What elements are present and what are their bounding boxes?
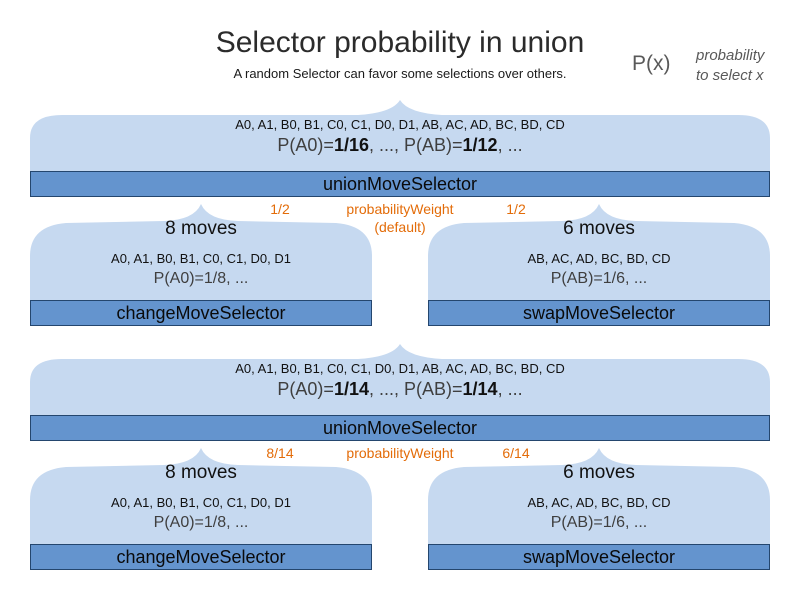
probability-weight-left: 1/2 (270, 201, 290, 217)
prob-fraction: 1/14 (333, 379, 369, 399)
union-move-selector-bar: unionMoveSelector (30, 171, 770, 197)
child-probability-line: P(A0)=1/8, ... (153, 270, 249, 287)
union-move-selector-bar: unionMoveSelector (30, 415, 770, 441)
child-arch-shape (30, 448, 372, 544)
probability-weight-note: (default) (374, 219, 426, 235)
swap-move-selector-group: 6 moves AB, AC, AD, BC, BD, CD P(AB)=1/6… (428, 204, 770, 326)
child-arch-shape (428, 204, 770, 300)
union-arch-shape (30, 100, 770, 172)
child-move-list: A0, A1, B0, B1, C0, C1, D0, D1 (111, 251, 291, 266)
legend-description-line1: probability (696, 47, 765, 64)
legend-description: probability to select x (696, 46, 796, 86)
child-probability-line: P(AB)=1/6, ... (550, 514, 648, 531)
union-diagram-default-weights: A0, A1, B0, B1, C0, C1, D0, D1, AB, AC, … (0, 100, 800, 326)
prob-fraction: 1/16 (333, 135, 369, 155)
child-move-list: AB, AC, AD, BC, BD, CD (527, 495, 671, 510)
union-probability-line: P(A0)=1/16, ..., P(AB)=1/12, ... (30, 135, 770, 156)
prob-text-segment: , ... (497, 379, 523, 399)
change-move-selector-bar: changeMoveSelector (30, 300, 372, 326)
probability-weight-label: probabilityWeight (346, 445, 454, 461)
child-arch-shape (30, 204, 372, 300)
child-move-count: 6 moves (563, 462, 635, 483)
prob-text-segment: P(A0)= (277, 135, 334, 155)
change-move-selector-group: 8 moves A0, A1, B0, B1, C0, C1, D0, D1 P… (30, 204, 372, 326)
union-diagram-custom-weights: A0, A1, B0, B1, C0, C1, D0, D1, AB, AC, … (0, 344, 800, 570)
legend-symbol: P(x) (632, 52, 671, 75)
prob-text-segment: P(A0)= (277, 379, 334, 399)
child-arch-shape (428, 448, 770, 544)
swap-move-selector-bar: swapMoveSelector (428, 300, 770, 326)
union-arch-shape (30, 344, 770, 416)
child-move-count: 6 moves (563, 218, 635, 239)
child-move-count: 8 moves (165, 218, 237, 239)
prob-text-segment: , ..., P(AB)= (368, 135, 463, 155)
swap-move-selector-group: 6 moves AB, AC, AD, BC, BD, CD P(AB)=1/6… (428, 448, 770, 570)
union-probability-line: P(A0)=1/14, ..., P(AB)=1/14, ... (30, 379, 770, 400)
prob-text-segment: , ..., P(AB)= (368, 379, 463, 399)
prob-fraction: 1/14 (462, 379, 498, 399)
prob-fraction: 1/12 (462, 135, 498, 155)
legend-description-line2: to select x (696, 67, 764, 84)
page-title: Selector probability in union (215, 26, 585, 59)
union-move-list: A0, A1, B0, B1, C0, C1, D0, D1, AB, AC, … (235, 117, 565, 132)
probability-weight-left: 8/14 (266, 445, 294, 461)
child-move-list: A0, A1, B0, B1, C0, C1, D0, D1 (111, 495, 291, 510)
page-subtitle: A random Selector can favor some selecti… (233, 66, 567, 81)
probability-weight-right: 6/14 (502, 445, 530, 461)
probability-weight-label: probabilityWeight (346, 201, 454, 217)
prob-text-segment: , ... (497, 135, 523, 155)
swap-move-selector-bar: swapMoveSelector (428, 544, 770, 570)
change-move-selector-bar: changeMoveSelector (30, 544, 372, 570)
child-probability-line: P(A0)=1/8, ... (153, 514, 249, 531)
child-move-count: 8 moves (165, 462, 237, 483)
change-move-selector-group: 8 moves A0, A1, B0, B1, C0, C1, D0, D1 P… (30, 448, 372, 570)
union-move-list: A0, A1, B0, B1, C0, C1, D0, D1, AB, AC, … (235, 361, 565, 376)
child-move-list: AB, AC, AD, BC, BD, CD (527, 251, 671, 266)
probability-weight-right: 1/2 (506, 201, 526, 217)
child-probability-line: P(AB)=1/6, ... (550, 270, 648, 287)
